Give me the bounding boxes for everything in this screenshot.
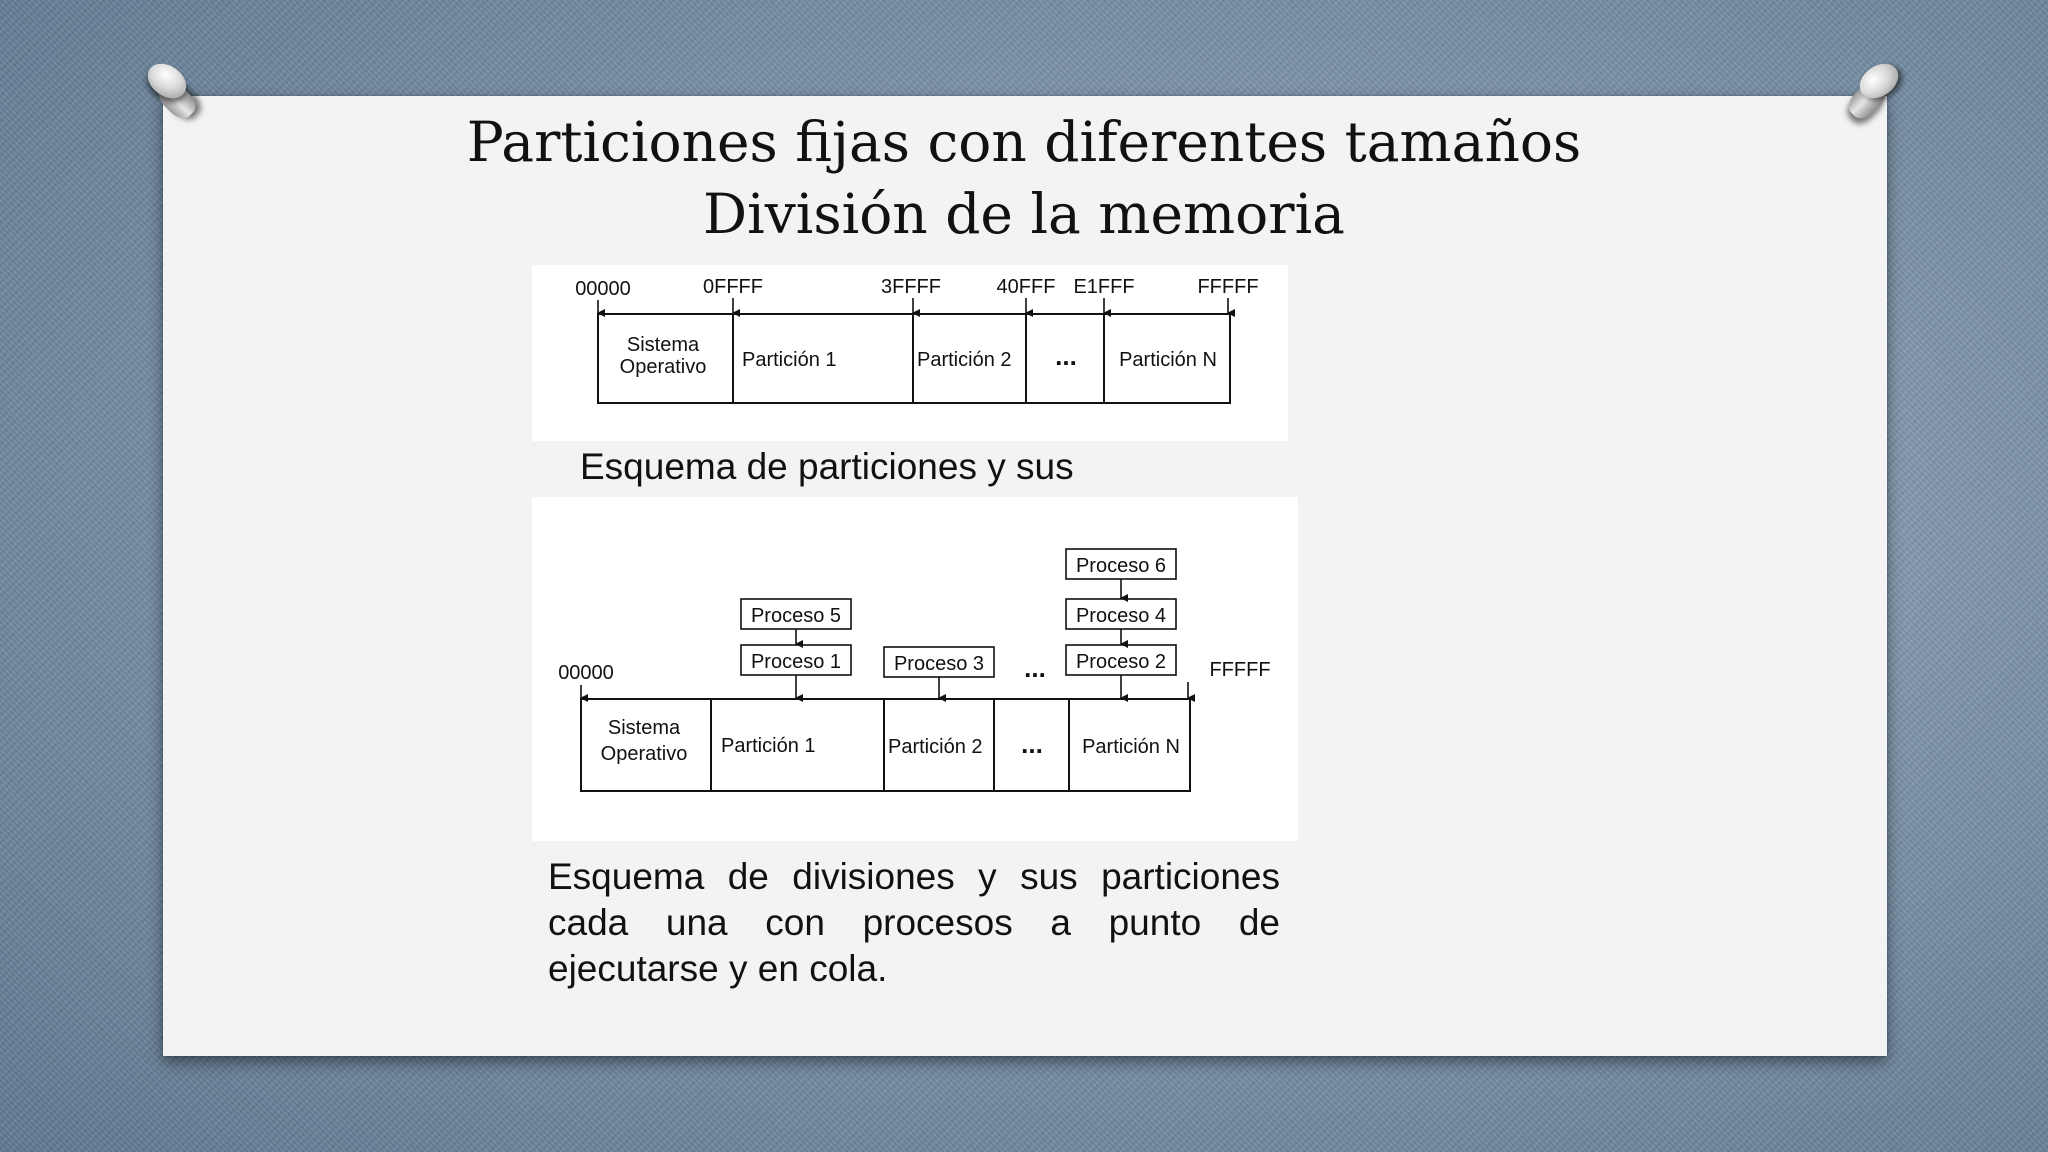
process-box-6 xyxy=(1065,548,1177,580)
partition-label: Partición N xyxy=(1082,736,1180,758)
partition-label: Partición 2 xyxy=(888,736,983,758)
partition-label: Partición 1 xyxy=(721,735,816,757)
process-label: Proceso 6 xyxy=(1076,555,1166,577)
process-box-1 xyxy=(740,644,852,676)
address-label: E1FFF xyxy=(1073,276,1134,298)
process-label: Proceso 4 xyxy=(1076,605,1166,627)
slide-title-line2: División de la memoria xyxy=(703,182,1345,246)
process-label: Proceso 3 xyxy=(894,653,984,675)
partition-diagram-1: 00000 0FFFF 3FFFF 40FFF E1FFF FFFFF Sist… xyxy=(532,265,1288,441)
os-label: Sistema xyxy=(627,334,700,356)
address-label: FFFFF xyxy=(1197,276,1258,298)
partition-label: Partición 1 xyxy=(742,349,837,371)
address-label: 40FFF xyxy=(997,276,1056,298)
ellipsis-label: ... xyxy=(1055,341,1077,371)
address-label: 0FFFF xyxy=(703,276,763,298)
process-label: Proceso 5 xyxy=(751,605,841,627)
slide-title-line1: Particiones fijas con diferentes tamaños xyxy=(466,110,1582,174)
address-label: 00000 xyxy=(558,662,614,684)
address-label: 00000 xyxy=(575,278,631,300)
os-label: Operativo xyxy=(601,743,688,765)
os-label: Sistema xyxy=(608,717,681,739)
process-label: Proceso 1 xyxy=(751,651,841,673)
process-label: Proceso 2 xyxy=(1076,651,1166,673)
process-box-5 xyxy=(740,598,852,630)
ellipsis-label: ... xyxy=(1024,653,1046,683)
memory-bar xyxy=(580,698,1191,792)
os-label: Operativo xyxy=(620,356,707,378)
address-label: FFFFF xyxy=(1209,659,1270,681)
caption-diagram-2: Esquema de divisiones y sus particiones … xyxy=(548,856,1280,989)
partition-diagram-2: 00000 FFFFF Proceso 5 Proceso 1 Proceso … xyxy=(532,497,1298,841)
process-box-3 xyxy=(883,646,995,678)
partition-diagram-1-svg: 00000 0FFFF 3FFFF 40FFF E1FFF FFFFF Sist… xyxy=(575,276,1259,404)
partition-label: Partición 2 xyxy=(917,349,1012,371)
ellipsis-label: ... xyxy=(1021,729,1043,759)
process-box-2 xyxy=(1065,644,1177,676)
address-label: 3FFFF xyxy=(881,276,941,298)
partition-label: Partición N xyxy=(1119,349,1217,371)
partition-diagram-2-svg: 00000 FFFFF Proceso 5 Proceso 1 Proceso … xyxy=(558,548,1271,792)
